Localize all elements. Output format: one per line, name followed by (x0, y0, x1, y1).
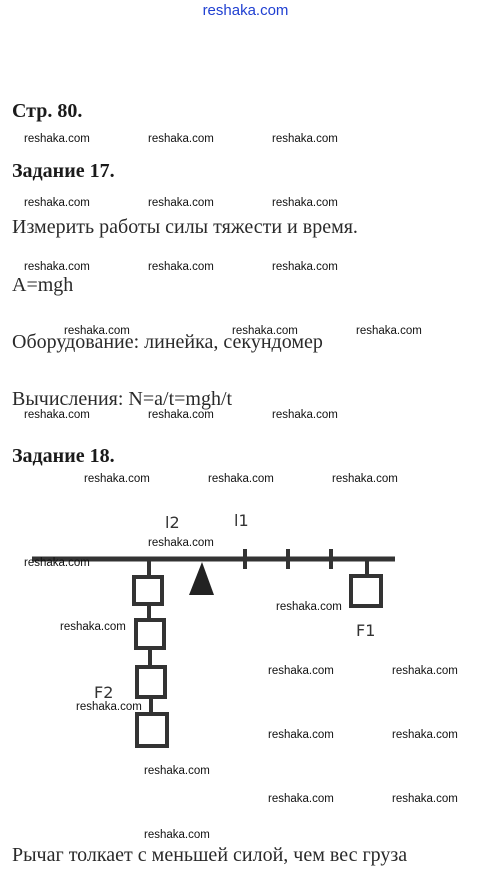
watermark: reshaka.com (276, 601, 342, 613)
watermark: reshaka.com (268, 793, 334, 805)
watermark: reshaka.com (332, 473, 398, 485)
weight-block (135, 665, 167, 699)
watermark: reshaka.com (84, 473, 150, 485)
watermark: reshaka.com (392, 793, 458, 805)
watermark: reshaka.com (268, 665, 334, 677)
watermark: reshaka.com (24, 197, 90, 209)
weight-block (349, 574, 383, 608)
weight-block (134, 618, 166, 650)
watermark: reshaka.com (392, 665, 458, 677)
watermark: reshaka.com (24, 409, 90, 421)
watermark: reshaka.com (268, 729, 334, 741)
site-header[interactable]: reshaka.com (202, 2, 289, 19)
page-number: Стр. 80. (12, 100, 83, 122)
right-weight (349, 561, 383, 608)
lever-diagram: l2 l1 F1 F2 (32, 511, 395, 748)
task-18-conclusion: Рычаг толкает с меньшей силой, чем вес г… (12, 844, 408, 866)
task-17-goal: Измерить работы силы тяжести и время. (12, 216, 358, 238)
watermark: reshaka.com (64, 325, 130, 337)
watermark: reshaka.com (144, 765, 210, 777)
watermark: reshaka.com (232, 325, 298, 337)
watermark: reshaka.com (272, 133, 338, 145)
watermark: reshaka.com (272, 197, 338, 209)
task-17-title: Задание 17. (12, 160, 115, 182)
label-f1: F1 (356, 621, 375, 640)
watermark: reshaka.com (24, 261, 90, 273)
watermark: reshaka.com (356, 325, 422, 337)
watermark: reshaka.com (144, 829, 210, 841)
watermark: reshaka.com (208, 473, 274, 485)
task-18-title: Задание 18. (12, 445, 115, 467)
watermark: reshaka.com (76, 701, 142, 713)
task-17-calculation: Вычисления: N=a/t=mgh/t (12, 388, 233, 410)
watermark: reshaka.com (148, 197, 214, 209)
weight-block (135, 712, 169, 748)
watermark: reshaka.com (148, 133, 214, 145)
watermark: reshaka.com (148, 261, 214, 273)
task-17-formula: A=mgh (12, 274, 74, 296)
watermark: reshaka.com (148, 409, 214, 421)
watermark: reshaka.com (24, 557, 90, 569)
watermark: reshaka.com (24, 133, 90, 145)
watermark: reshaka.com (392, 729, 458, 741)
label-l1: l1 (234, 511, 249, 530)
left-weight-stack (132, 561, 169, 748)
watermark: reshaka.com (272, 261, 338, 273)
label-l2: l2 (165, 513, 180, 532)
label-f2: F2 (94, 683, 113, 702)
fulcrum-triangle (189, 562, 214, 595)
weight-block (132, 575, 164, 606)
watermark: reshaka.com (272, 409, 338, 421)
watermark: reshaka.com (60, 621, 126, 633)
task-17-equipment: Оборудование: линейка, секундомер (12, 331, 323, 353)
watermark: reshaka.com (148, 537, 214, 549)
